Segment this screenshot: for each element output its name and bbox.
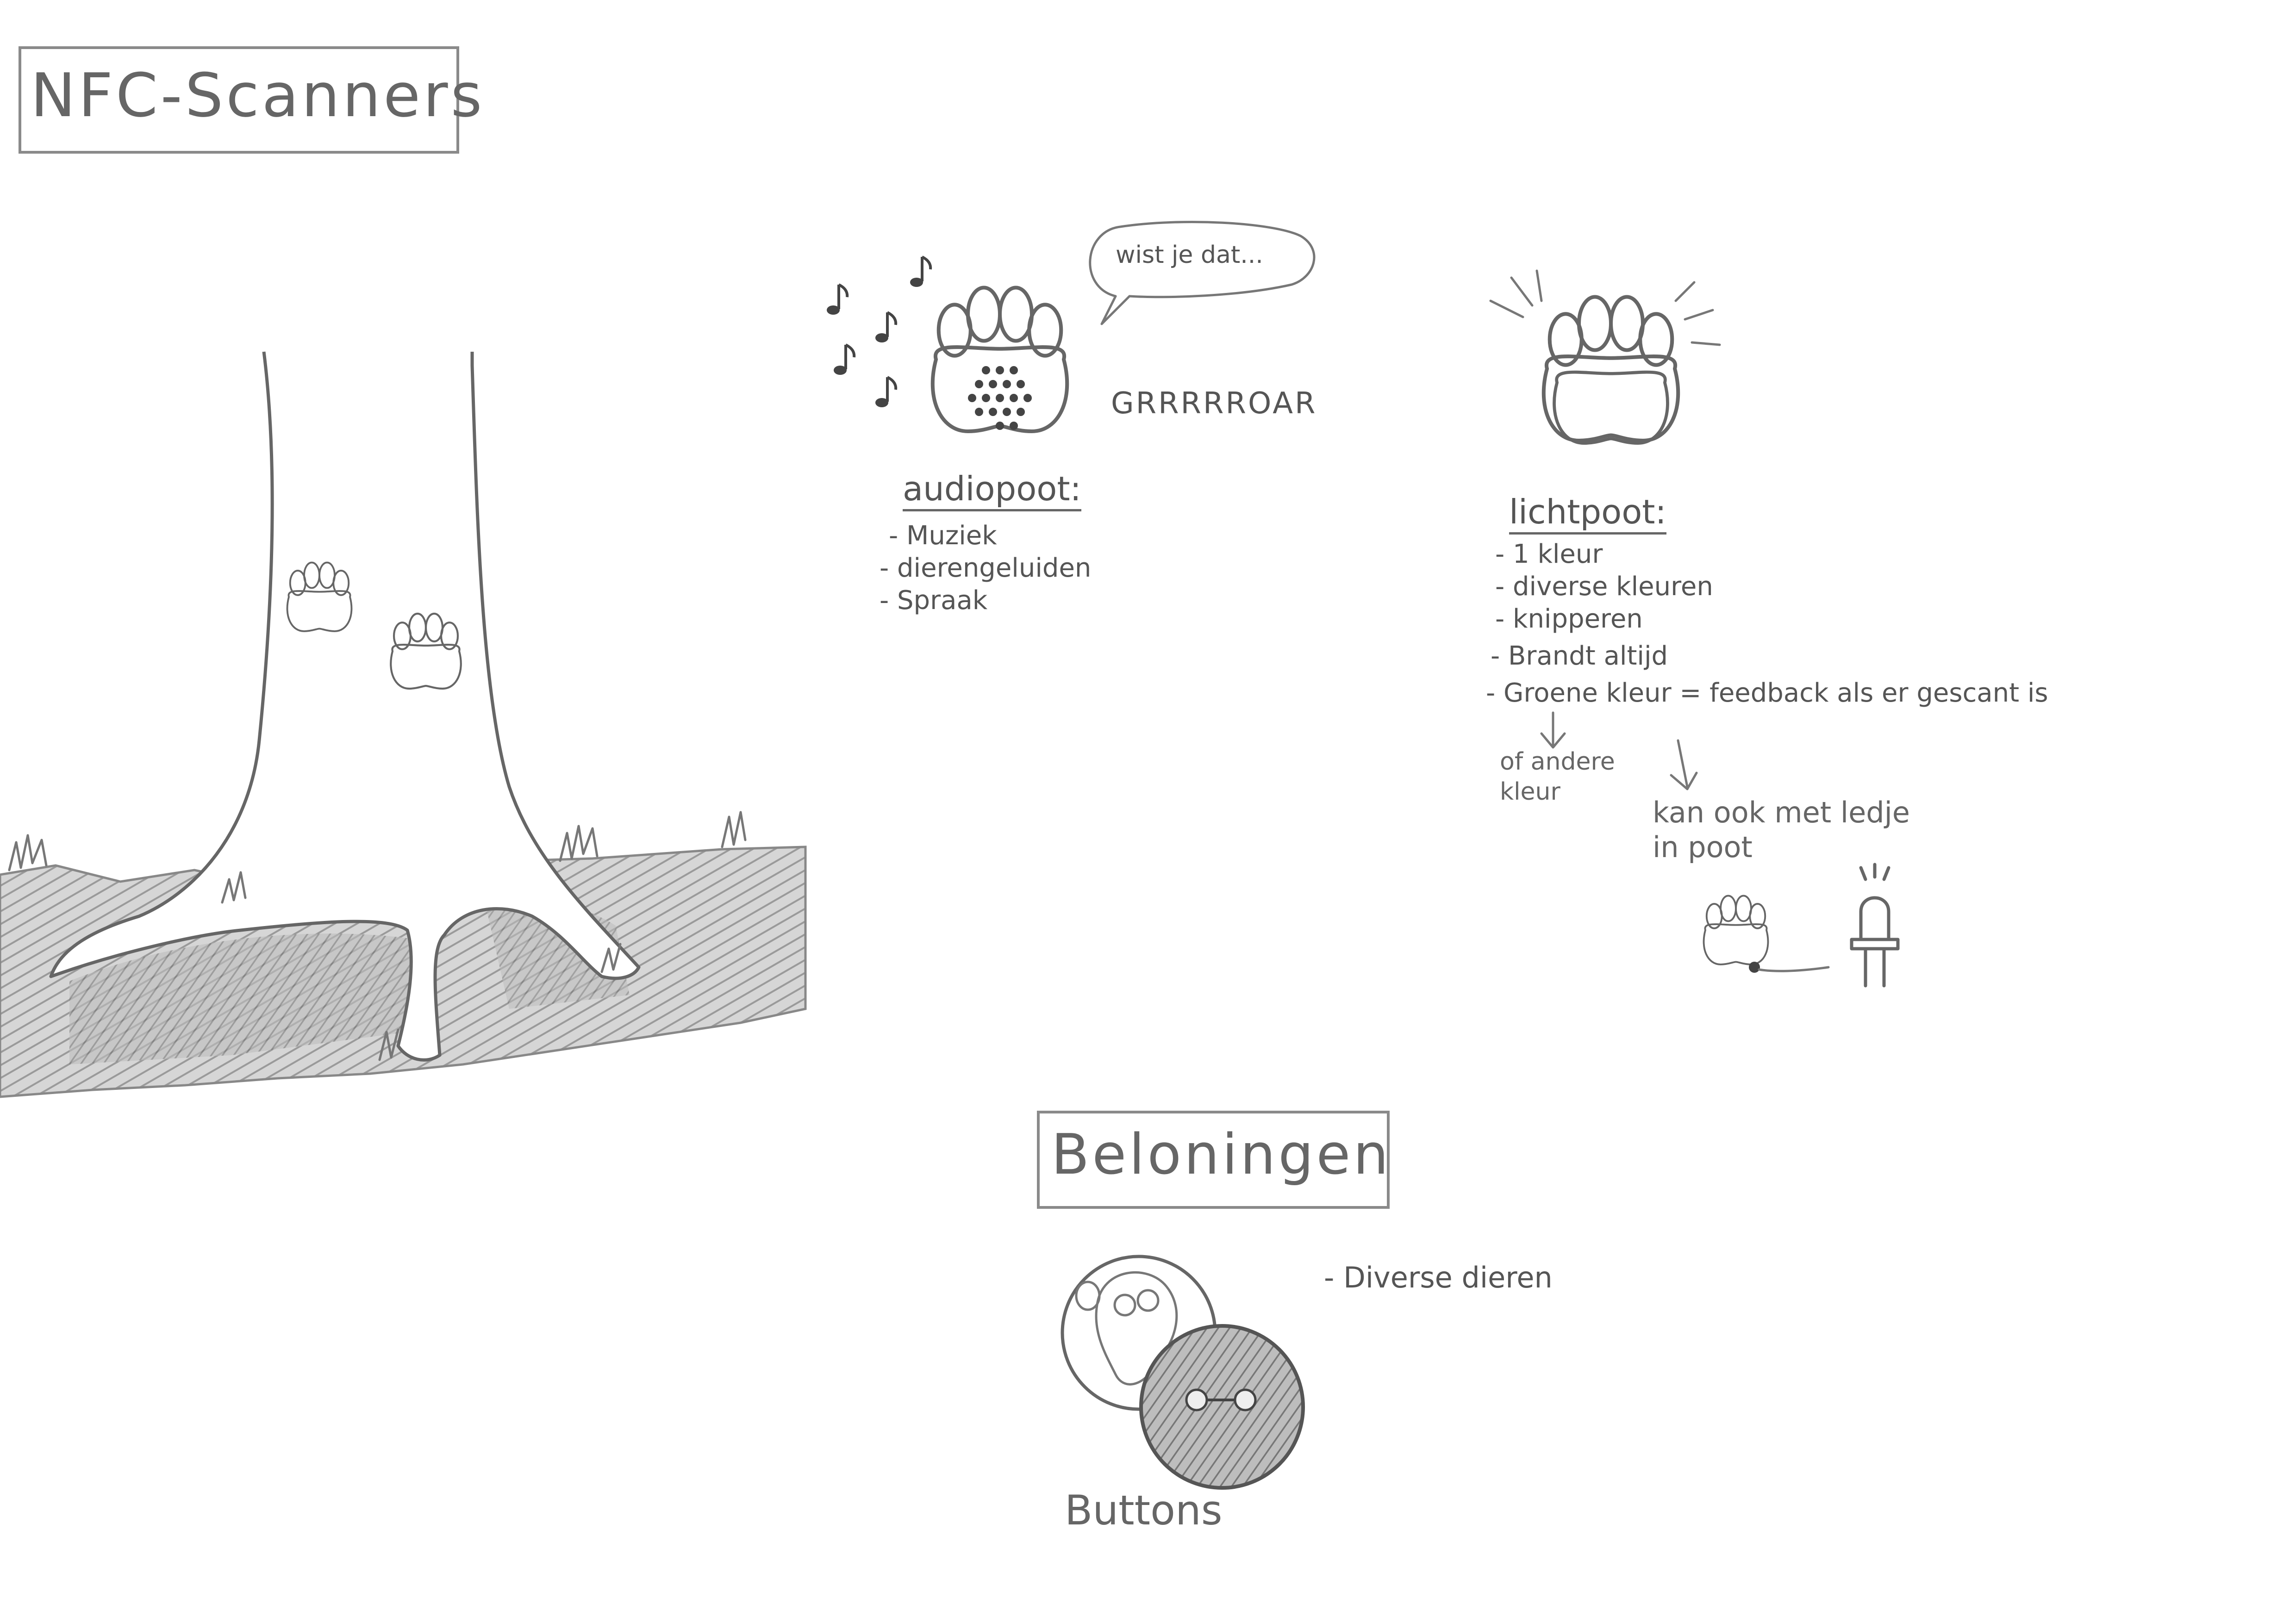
robot-face-icon bbox=[1185, 1388, 1257, 1412]
rewards-title-box: Beloningen bbox=[1037, 1111, 1390, 1209]
roar-text: GRRRRROAR bbox=[1111, 386, 1317, 421]
audio-item: - dierengeluiden bbox=[880, 553, 1092, 583]
led-icon bbox=[1850, 863, 1900, 988]
branch-left-line1: of andere bbox=[1500, 748, 1615, 776]
tree-trunk bbox=[49, 351, 641, 1062]
audio-item: - Spraak bbox=[880, 585, 988, 616]
nfc-title-box: NFC-Scanners bbox=[19, 46, 482, 154]
speech-bubble-text: wist je dat... bbox=[1116, 241, 1263, 269]
small-paw-icon bbox=[1703, 895, 1769, 965]
light-item: - diverse kleuren bbox=[1495, 572, 1713, 602]
light-item: - 1 kleur bbox=[1495, 539, 1603, 569]
light-item: - Brandt altijd bbox=[1491, 641, 1668, 671]
light-paw-illustration bbox=[1489, 269, 1721, 445]
buttons-caption: Buttons bbox=[1065, 1486, 1223, 1534]
audio-paw-illustration bbox=[827, 221, 1316, 432]
nfc-title: NFC-Scanners bbox=[31, 60, 485, 131]
light-item: - Groene kleur = feedback als er gescant… bbox=[1486, 678, 2048, 708]
audio-heading: audiopoot: bbox=[903, 472, 1081, 511]
branch-right-line2: in poot bbox=[1653, 830, 1753, 864]
audio-paw-icon bbox=[933, 288, 1067, 432]
branch-left-line2: kleur bbox=[1500, 778, 1560, 806]
music-note-icons bbox=[827, 257, 930, 407]
light-item: - knipperen bbox=[1495, 604, 1643, 634]
speaker-grille-icon bbox=[968, 366, 1032, 430]
audio-item: - Muziek bbox=[889, 521, 997, 551]
light-heading: lichtpoot: bbox=[1509, 495, 1666, 535]
light-rays bbox=[1489, 269, 1721, 346]
buttons-illustration bbox=[1061, 1255, 1305, 1490]
arrows bbox=[1540, 711, 1698, 790]
rewards-title: Beloningen bbox=[1051, 1123, 1391, 1187]
rewards-item: - Diverse dieren bbox=[1324, 1261, 1553, 1294]
led-paw-illustration bbox=[1703, 863, 1900, 988]
speech-bubble bbox=[1089, 221, 1316, 325]
robot-button bbox=[1139, 1324, 1305, 1490]
tree-illustration bbox=[0, 351, 807, 1098]
light-paw-icon bbox=[1544, 297, 1678, 441]
branch-right-line1: kan ook met ledje bbox=[1653, 796, 1910, 829]
